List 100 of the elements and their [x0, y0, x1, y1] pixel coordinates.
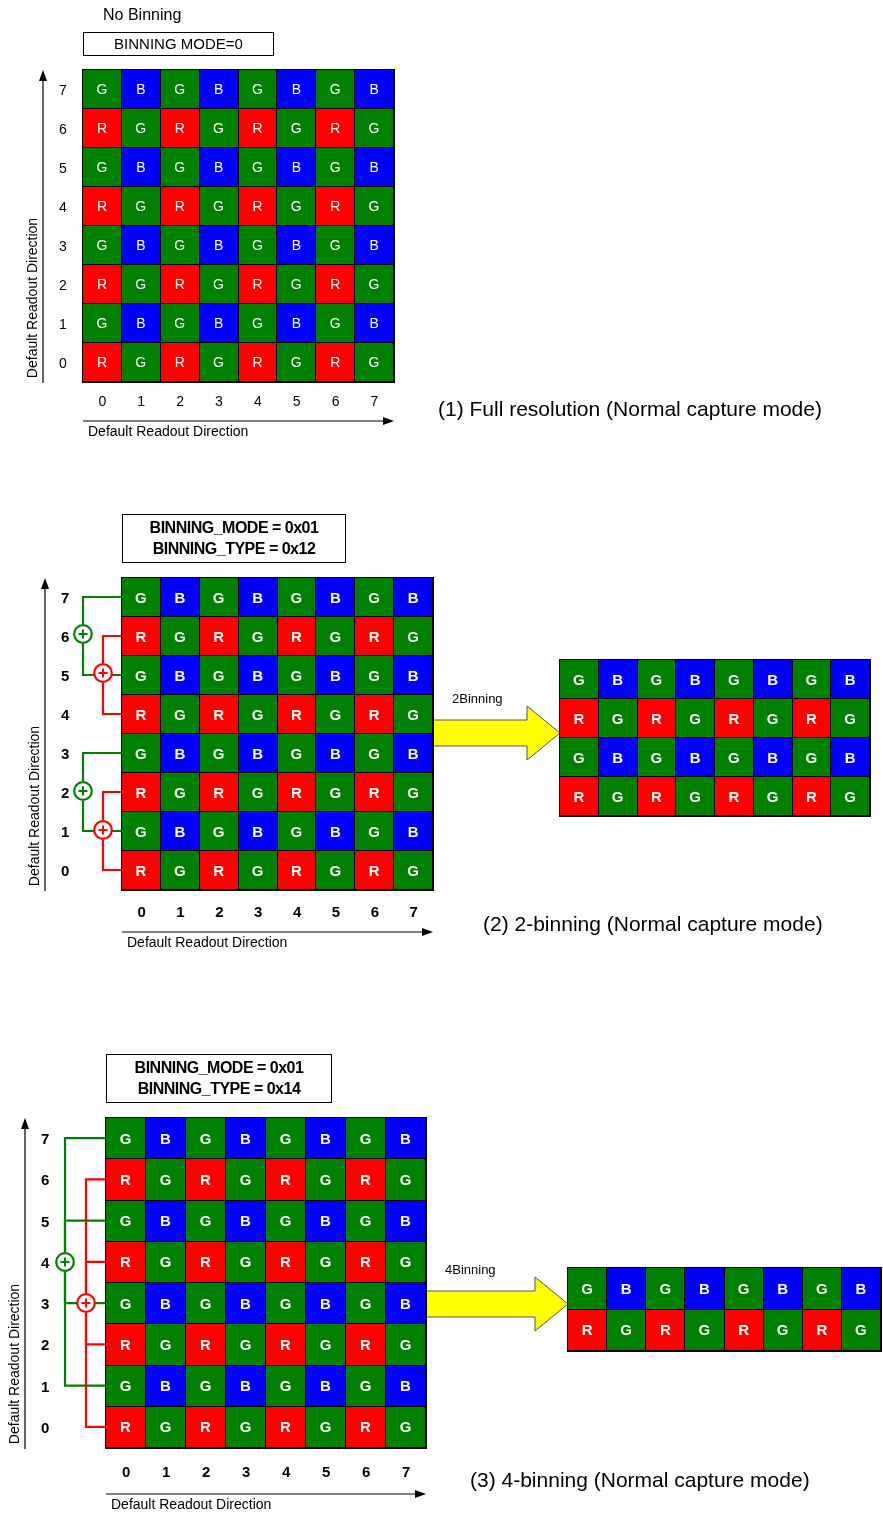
- pixel-cell: B: [315, 811, 356, 851]
- pixel-cell: B: [354, 225, 394, 265]
- column-number: 6: [362, 1463, 371, 1479]
- pixel-cell: B: [276, 303, 317, 343]
- pixel-cell: R: [567, 1308, 608, 1351]
- row-number: 1: [41, 1378, 50, 1394]
- pixel-cell: B: [225, 1282, 266, 1325]
- column-number: 2: [202, 1463, 211, 1479]
- row-number: 3: [61, 746, 70, 761]
- pixel-cell: B: [385, 1282, 426, 1325]
- register-setting: BINNING_TYPE = 0x12: [152, 538, 316, 559]
- pixel-cell: R: [159, 108, 200, 148]
- row-number: 0: [41, 1419, 50, 1435]
- pixel-cell: B: [752, 659, 793, 699]
- column-number: 4: [292, 903, 302, 919]
- pixel-cell: G: [675, 776, 715, 816]
- pixel-cell: R: [559, 698, 599, 738]
- pixel-cell: R: [723, 1308, 764, 1351]
- pixel-cell: B: [305, 1199, 346, 1242]
- pixel-cell: B: [198, 303, 239, 343]
- pixel-cell: R: [159, 186, 200, 226]
- pixel-cell: R: [345, 1405, 386, 1448]
- pixel-cell: B: [120, 225, 161, 265]
- row-number: 6: [59, 121, 67, 136]
- pixel-cell: G: [385, 1405, 426, 1448]
- row-number: 2: [59, 277, 67, 292]
- pixel-cell: R: [354, 850, 395, 890]
- column-number: 0: [137, 903, 146, 919]
- pixel-cell: G: [354, 577, 395, 617]
- pixel-cell: G: [225, 1405, 266, 1448]
- pixel-grid: [560, 660, 870, 816]
- pixel-cell: G: [393, 616, 433, 656]
- pixel-cell: B: [675, 659, 715, 699]
- pixel-cell: B: [159, 811, 200, 851]
- pixel-cell: R: [105, 1158, 146, 1201]
- pixel-cell: B: [354, 303, 394, 343]
- pixel-cell: G: [276, 811, 317, 851]
- pixel-cell: B: [159, 577, 200, 617]
- pixel-cell: G: [559, 737, 599, 777]
- pixel-cell: G: [265, 1364, 306, 1407]
- pixel-cell: B: [385, 1199, 426, 1242]
- pixel-cell: G: [120, 186, 161, 226]
- pixel-cell: G: [225, 1323, 266, 1366]
- pixel-cell: G: [354, 264, 394, 304]
- pixel-cell: G: [354, 342, 394, 382]
- connector-line: [101, 790, 121, 820]
- pixel-cell: B: [684, 1267, 725, 1310]
- pixel-cell: B: [120, 303, 161, 343]
- pixel-cell: G: [315, 616, 356, 656]
- pixel-cell: B: [393, 577, 433, 617]
- connector-line: [81, 751, 121, 781]
- pixel-cell: G: [276, 655, 317, 695]
- pixel-cell: G: [185, 1364, 226, 1407]
- pixel-cell: B: [315, 577, 356, 617]
- column-number: 7: [370, 394, 379, 408]
- pixel-cell: R: [82, 342, 122, 382]
- pixel-cell: G: [198, 733, 239, 773]
- column-number: 7: [409, 903, 418, 919]
- pixel-cell: B: [315, 733, 356, 773]
- pixel-cell: G: [198, 186, 239, 226]
- connector-line: [101, 683, 121, 716]
- pixel-cell: G: [121, 655, 161, 695]
- pixel-cell: R: [354, 616, 395, 656]
- pixel-cell: G: [265, 1199, 306, 1242]
- pixel-cell: G: [354, 655, 395, 695]
- row-number: 2: [41, 1337, 50, 1353]
- mode-title: No Binning: [103, 7, 182, 23]
- register-setting: BINNING_MODE = 0x01: [149, 517, 319, 538]
- column-number: 5: [322, 1463, 331, 1479]
- pixel-cell: G: [237, 850, 278, 890]
- pixel-cell: G: [121, 733, 161, 773]
- pixel-grid: [83, 70, 394, 382]
- pixel-cell: G: [345, 1282, 386, 1325]
- pixel-cell: G: [159, 225, 200, 265]
- pixel-cell: G: [265, 1117, 306, 1160]
- pixel-cell: B: [393, 733, 433, 773]
- column-number: 1: [162, 1463, 171, 1479]
- pixel-cell: B: [237, 577, 278, 617]
- pixel-cell: R: [801, 1308, 842, 1351]
- pixel-cell: G: [393, 850, 433, 890]
- pixel-cell: B: [276, 147, 317, 187]
- pixel-cell: G: [315, 694, 356, 734]
- pixel-cell: G: [276, 577, 317, 617]
- pixel-cell: B: [354, 69, 394, 109]
- pixel-cell: G: [354, 811, 395, 851]
- pixel-cell: R: [159, 264, 200, 304]
- row-number: 1: [59, 316, 67, 331]
- pixel-cell: R: [791, 776, 832, 816]
- pixel-cell: R: [185, 1158, 226, 1201]
- pixel-cell: R: [315, 342, 356, 382]
- pixel-cell: G: [82, 303, 122, 343]
- register-setting-box: [122, 514, 346, 563]
- pixel-cell: G: [354, 186, 394, 226]
- row-number: 5: [61, 668, 70, 683]
- pixel-cell: G: [159, 694, 200, 734]
- column-number: 1: [176, 903, 185, 919]
- pixel-cell: B: [159, 655, 200, 695]
- connector-line: [101, 634, 121, 663]
- pixel-cell: B: [393, 811, 433, 851]
- pixel-cell: B: [830, 737, 870, 777]
